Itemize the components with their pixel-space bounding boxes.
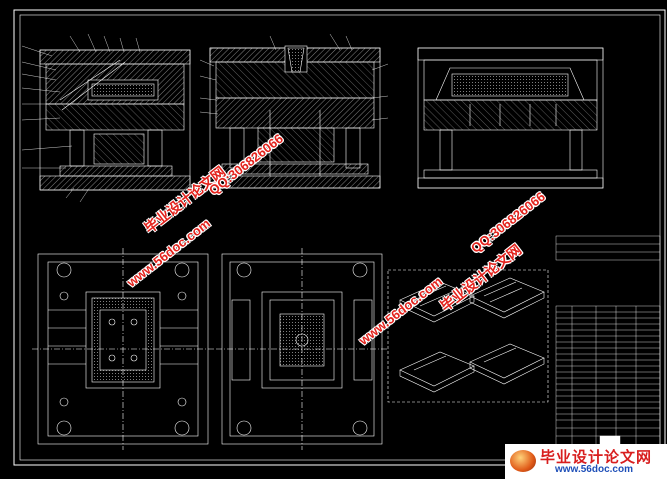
logo-url: www.56doc.com: [555, 464, 633, 475]
section-view-right: [417, 47, 604, 189]
isometric-views: [387, 269, 549, 403]
section-view-left: [39, 49, 191, 191]
plan-view-left: [32, 248, 214, 450]
plan-view-center: [216, 248, 388, 450]
section-view-left-leaders: [21, 33, 141, 203]
sheet-border: [13, 9, 666, 466]
section-view-center: [209, 45, 381, 189]
section-view-center-leaders: [199, 33, 389, 121]
logo-title: 毕业设计论文网: [540, 449, 653, 466]
parts-list-table: [555, 235, 661, 447]
logo-icon: [510, 450, 536, 472]
